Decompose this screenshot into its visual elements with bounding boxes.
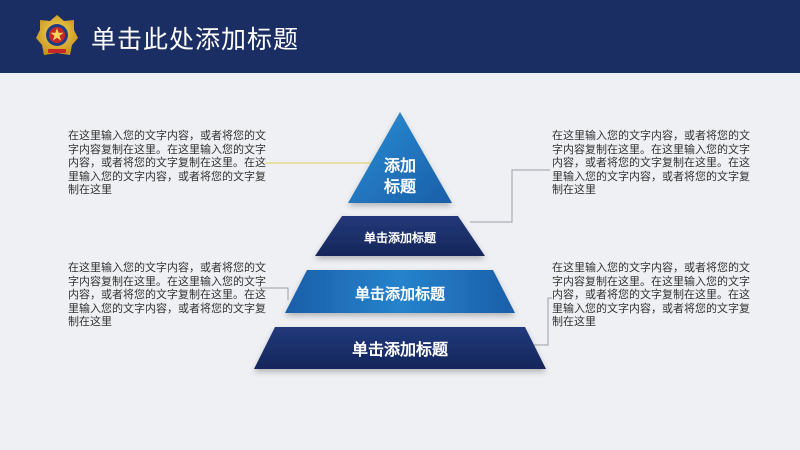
connector-top-right	[470, 169, 550, 223]
text-block-bottom-right: 在这里输入您的文字内容，或者将您的文字内容复制在这里。在这里输入您的文字内容，或…	[552, 261, 750, 328]
pyramid-tier-2: 单击添加标题	[315, 216, 485, 256]
tier-2-label: 单击添加标题	[364, 230, 437, 245]
tier-1-label-line2: 标题	[383, 177, 417, 196]
text-block-bottom-left: 在这里输入您的文字内容，或者将您的文字内容复制在这里。在这里输入您的文字内容，或…	[68, 261, 266, 328]
pyramid-tier-3: 单击添加标题	[285, 270, 515, 313]
tier-3-label: 单击添加标题	[355, 285, 446, 303]
tier-1-label-line1: 添加	[384, 156, 416, 175]
text-block-top-right: 在这里输入您的文字内容，或者将您的文字内容复制在这里。在这里输入您的文字内容，或…	[552, 129, 750, 196]
police-emblem-icon	[36, 15, 78, 55]
pyramid-tier-4: 单击添加标题	[254, 327, 546, 369]
tier-4-label: 单击添加标题	[352, 340, 449, 359]
text-block-top-left: 在这里输入您的文字内容，或者将您的文字内容复制在这里。在这里输入您的文字内容，或…	[68, 129, 266, 196]
header-bar: 单击此处添加标题	[0, 0, 800, 73]
connector-bottom-left	[260, 287, 289, 300]
pyramid-tier-1: 添加 标题	[348, 112, 452, 203]
page-title: 单击此处添加标题	[91, 25, 300, 54]
